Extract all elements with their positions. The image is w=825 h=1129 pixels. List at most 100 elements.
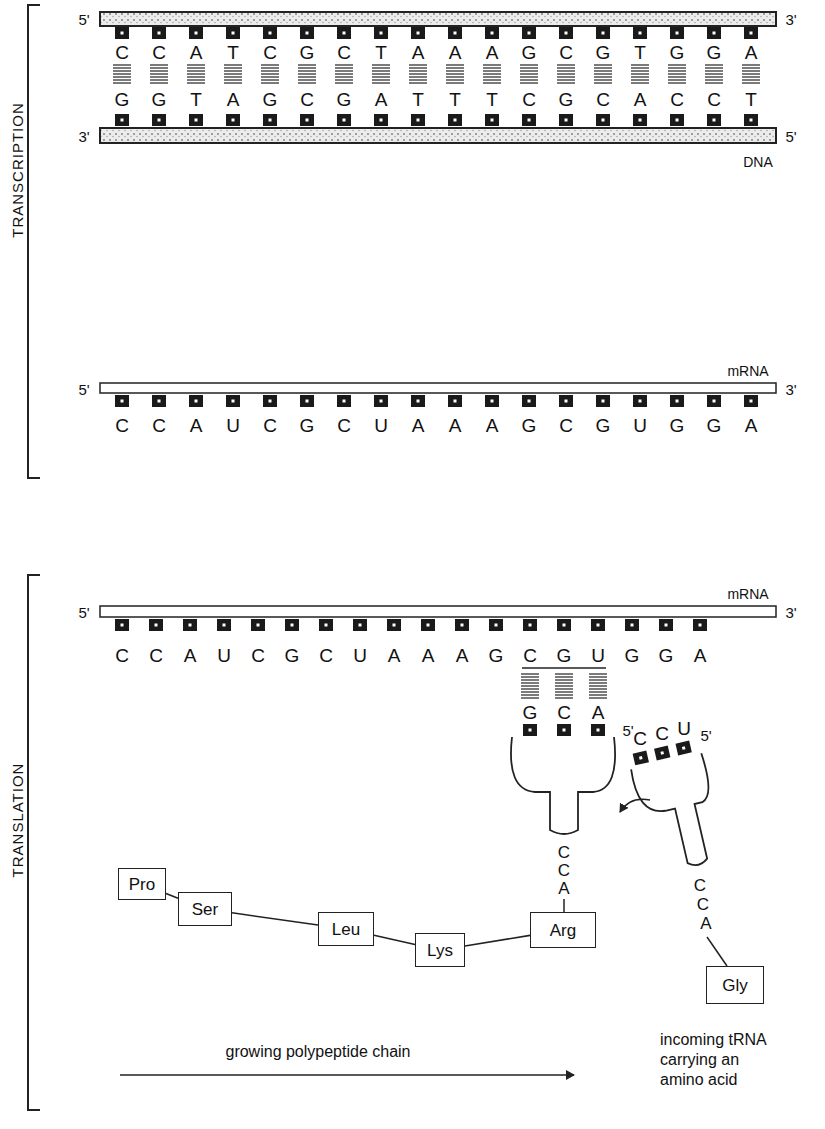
base-pair-bond xyxy=(705,76,723,77)
base-pair-bond xyxy=(446,70,464,71)
base-pair-bond xyxy=(555,697,573,698)
nucleotide-block xyxy=(523,619,537,631)
base-pair-bond xyxy=(335,82,353,83)
base-pair-bond xyxy=(409,79,427,80)
base-pair-bond xyxy=(372,79,390,80)
nucleotide-dot xyxy=(393,624,396,627)
base-pair-bond xyxy=(335,70,353,71)
base-letter: C xyxy=(115,43,129,62)
amino-acid-box: Leu xyxy=(318,912,374,946)
base-pair-bond xyxy=(521,694,539,695)
base-letter: C xyxy=(149,646,163,665)
base-pair-bond xyxy=(409,64,427,65)
base-letter: A xyxy=(422,646,435,665)
base-letter: A xyxy=(412,43,425,62)
nucleotide-block xyxy=(353,619,367,631)
base-pair-bond xyxy=(521,676,539,677)
nucleotide-dot xyxy=(158,32,161,35)
nucleotide-block xyxy=(559,395,573,407)
base-pair-bond xyxy=(631,82,649,83)
nucleotide-block xyxy=(152,114,166,126)
base-letter: C xyxy=(523,646,537,665)
base-letter: G xyxy=(522,416,537,435)
base-letter: A xyxy=(486,416,499,435)
base-pair-bond xyxy=(557,79,575,80)
mrna-backbone xyxy=(100,606,776,617)
base-pair-bond xyxy=(557,73,575,74)
strand-end: 5' xyxy=(78,605,89,620)
base-letter: A xyxy=(388,646,401,665)
nucleotide-dot xyxy=(380,119,383,122)
nucleotide-block xyxy=(115,27,129,39)
nucleotide-dot xyxy=(602,400,605,403)
base-pair-bond xyxy=(555,694,573,695)
base-pair-bond xyxy=(521,679,539,680)
base-pair-bond xyxy=(668,73,686,74)
nucleotide-block xyxy=(226,395,240,407)
base-letter: C xyxy=(707,90,721,109)
nucleotide-dot xyxy=(158,119,161,122)
base-pair-bond xyxy=(589,685,607,686)
base-pair-bond xyxy=(520,79,538,80)
base-letter: C xyxy=(115,416,129,435)
base-pair-bond xyxy=(557,82,575,83)
base-pair-bond xyxy=(589,694,607,695)
base-pair-bond xyxy=(557,67,575,68)
nucleotide-dot xyxy=(195,400,198,403)
base-pair-bond xyxy=(631,73,649,74)
base-pair-bond xyxy=(298,73,316,74)
base-pair-bond xyxy=(113,82,131,83)
nucleotide-block xyxy=(411,114,425,126)
base-letter: T xyxy=(449,90,461,109)
trna-amino-link xyxy=(707,937,727,966)
nucleotide-block xyxy=(217,619,231,631)
base-pair-bond xyxy=(631,67,649,68)
nucleotide-block xyxy=(707,395,721,407)
nucleotide-dot xyxy=(750,32,753,35)
nucleotide-block xyxy=(596,114,610,126)
base-pair-bond xyxy=(555,685,573,686)
trna-outline xyxy=(631,753,727,875)
amino-acid-name: Arg xyxy=(550,922,576,939)
base-pair-bond xyxy=(742,70,760,71)
base-letter: C xyxy=(152,416,166,435)
nucleotide-dot xyxy=(563,729,566,732)
base-pair-bond xyxy=(520,67,538,68)
nucleotide-dot xyxy=(528,32,531,35)
nucleotide-block xyxy=(263,395,277,407)
nucleotide-block xyxy=(374,114,388,126)
nucleotide-dot xyxy=(325,624,328,627)
base-pair-bond xyxy=(589,676,607,677)
nucleotide-dot xyxy=(528,119,531,122)
nucleotide-dot xyxy=(427,624,430,627)
base-letter: A xyxy=(694,646,707,665)
base-letter: G xyxy=(115,90,130,109)
base-pair-bond xyxy=(446,79,464,80)
nucleotide-dot xyxy=(597,624,600,627)
base-pair-bond xyxy=(594,79,612,80)
nucleotide-dot xyxy=(528,400,531,403)
base-letter: A xyxy=(190,416,203,435)
base-pair-bond xyxy=(520,70,538,71)
nucleotide-block xyxy=(448,395,462,407)
base-pair-bond xyxy=(555,688,573,689)
nucleotide-block xyxy=(374,27,388,39)
peptide-bond xyxy=(465,935,530,946)
base-letter: T xyxy=(486,90,498,109)
nucleotide-dot xyxy=(491,119,494,122)
base-letter: A xyxy=(449,43,462,62)
nucleotide-block xyxy=(226,27,240,39)
nucleotide-dot xyxy=(565,119,568,122)
nucleotide-block xyxy=(115,395,129,407)
nucleotide-block xyxy=(183,619,197,631)
base-pair-bond xyxy=(298,79,316,80)
base-pair-bond xyxy=(631,64,649,65)
nucleotide-dot xyxy=(155,624,158,627)
base-pair-bond xyxy=(150,70,168,71)
nucleotide-block xyxy=(633,114,647,126)
base-pair-bond xyxy=(520,64,538,65)
nucleotide-dot xyxy=(189,624,192,627)
base-pair-bond xyxy=(483,79,501,80)
base-pair-bond xyxy=(705,67,723,68)
strand-end: 5' xyxy=(700,728,711,743)
